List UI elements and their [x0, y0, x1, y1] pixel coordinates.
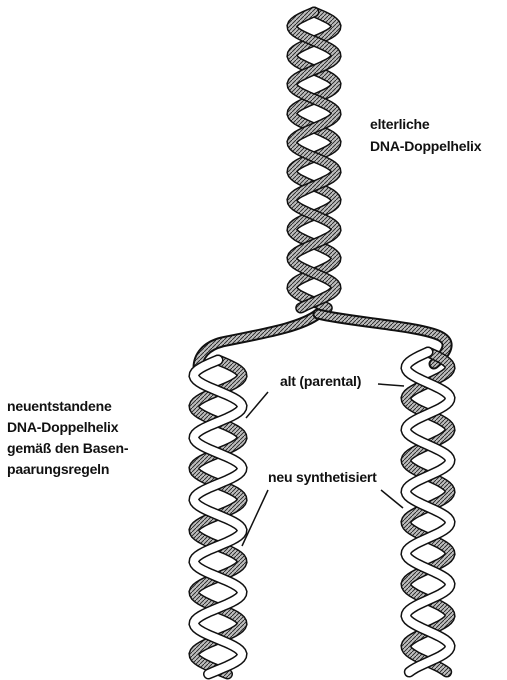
label-new-helix: neuentstandene DNA-Doppelhelix gemäß den…	[7, 398, 132, 477]
leader-alt-left	[246, 392, 268, 418]
label-new-line4: paarungsregeln	[7, 461, 109, 477]
leader-alt-right	[378, 384, 404, 386]
leader-lines	[242, 384, 404, 546]
label-new-strand: neu synthetisiert	[268, 469, 377, 485]
leader-neu-right	[381, 490, 403, 508]
label-old-strand: alt (parental)	[280, 373, 361, 389]
label-new-line1: neuentstandene	[7, 398, 112, 414]
helix-layer	[194, 12, 450, 674]
label-new-line2: DNA-Doppelhelix	[7, 419, 119, 435]
label-parent-line1: elterliche	[370, 116, 430, 132]
label-parent-line2: DNA-Doppelhelix	[370, 138, 482, 154]
label-new-line3: gemäß den Basen-	[7, 440, 129, 456]
label-parent-helix: elterliche DNA-Doppelhelix	[370, 116, 482, 154]
